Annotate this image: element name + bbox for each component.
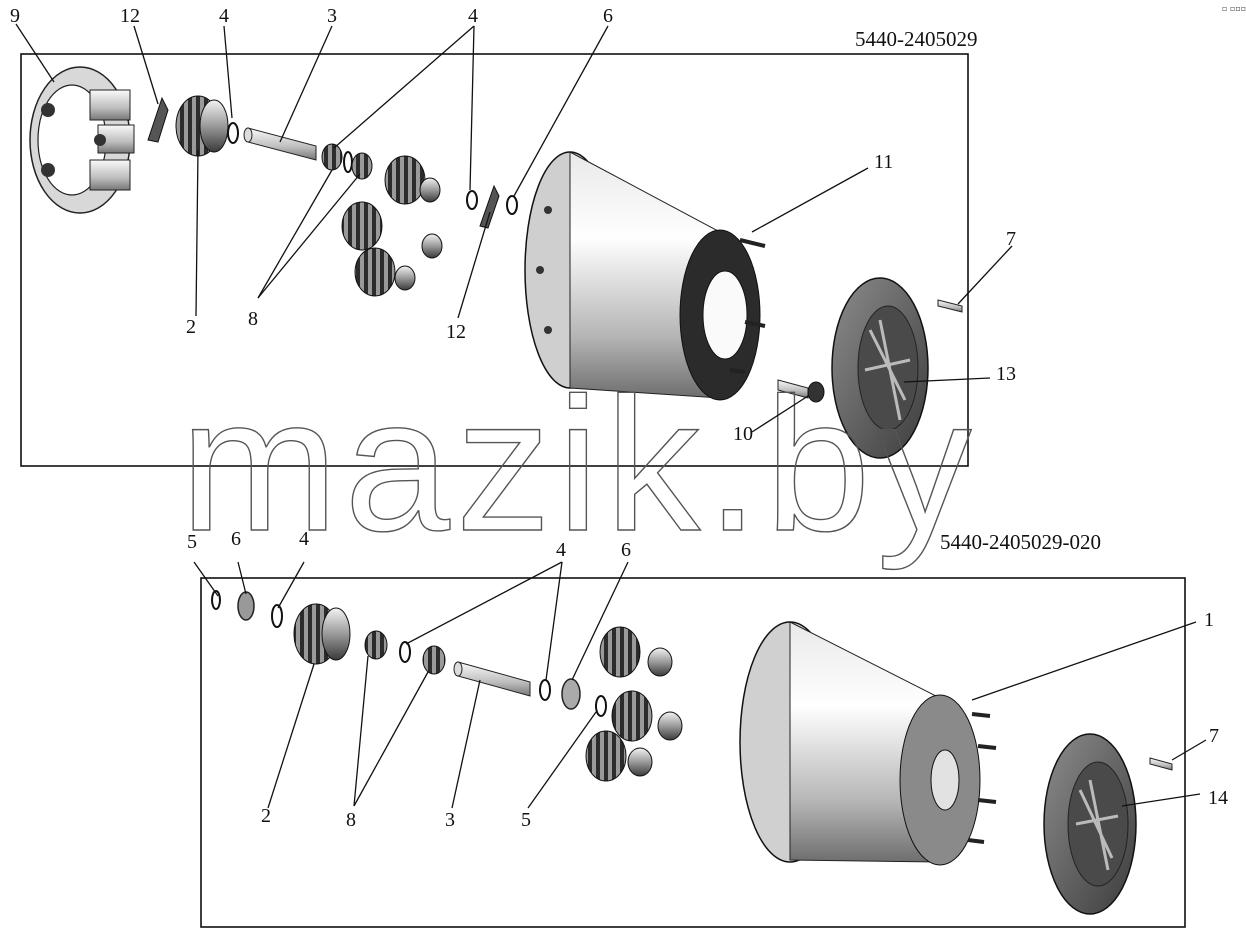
part-ring-top-4: [506, 195, 518, 215]
part-ring-bottom-2: [399, 641, 411, 663]
part-pin-bottom: [1149, 757, 1173, 771]
callout-top-8: 8: [248, 308, 258, 330]
assembly-code-top: 5440-2405029: [855, 27, 978, 51]
part-circlip-bottom-2: [595, 695, 607, 717]
part-ring-bottom-3: [539, 679, 551, 701]
watermark: mazik.by: [180, 359, 978, 571]
callout-bottom-1: 1: [1204, 609, 1214, 631]
part-circlip-bottom-1: [211, 590, 221, 610]
part-ring-top-2: [343, 151, 353, 173]
callout-bottom-6a: 6: [231, 528, 241, 550]
part-pin-top: [937, 299, 963, 313]
part-planet-gears-bottom: [585, 626, 683, 782]
part-sun-gear-bottom: [293, 603, 351, 665]
part-wheel-hub-housing-top: [524, 151, 766, 401]
part-hub-cover-top: [831, 277, 929, 459]
corner-mark: ▫ ▫▫▫: [1222, 4, 1246, 13]
callout-top-3: 3: [327, 5, 337, 27]
callout-bottom-8: 8: [346, 809, 356, 831]
part-planet-carrier: [29, 66, 135, 214]
part-bolt-top: [777, 379, 825, 403]
part-axle-top: [243, 127, 317, 161]
part-wheel-hub-housing-bottom: [739, 621, 997, 866]
part-hub-cover-bottom: [1043, 733, 1137, 915]
callout-bottom-4a: 4: [299, 528, 309, 550]
callout-top-10: 10: [733, 423, 753, 445]
part-ring-bottom-1: [271, 604, 283, 628]
callout-bottom-2: 2: [261, 805, 271, 827]
callout-bottom-6b: 6: [621, 539, 631, 561]
top-assembly-frame: [20, 53, 969, 467]
part-needle-bearing-bottom-1: [364, 630, 388, 660]
callout-top-9: 9: [10, 5, 20, 27]
callout-top-7: 7: [1006, 228, 1016, 250]
part-ring-top-3: [466, 190, 478, 210]
callout-top-12b: 12: [446, 321, 466, 343]
part-axle-bottom: [453, 661, 531, 697]
callout-top-13: 13: [996, 363, 1016, 385]
callout-bottom-5a: 5: [187, 531, 197, 553]
callout-top-4a: 4: [219, 5, 229, 27]
callout-bottom-14: 14: [1208, 787, 1228, 809]
callout-bottom-7: 7: [1209, 725, 1219, 747]
callout-top-11: 11: [874, 151, 893, 173]
part-washer-bottom-2: [561, 678, 581, 710]
assembly-code-bottom: 5440-2405029-020: [940, 530, 1101, 554]
leader-lines: [15, 23, 1207, 809]
part-needle-bearing-top-2: [351, 152, 373, 180]
callout-top-4b: 4: [468, 5, 478, 27]
callout-bottom-4b: 4: [556, 539, 566, 561]
part-ring-top-1: [227, 122, 239, 144]
callout-bottom-5b: 5: [521, 809, 531, 831]
callout-top-12a: 12: [120, 5, 140, 27]
callout-top-6: 6: [603, 5, 613, 27]
part-tab-washer-top-right: [479, 184, 500, 229]
part-planet-gears-top: [341, 155, 443, 297]
part-needle-bearing-bottom-2: [422, 645, 446, 675]
callout-bottom-3: 3: [445, 809, 455, 831]
part-sun-gear-top: [175, 95, 229, 157]
part-washer-bottom-1: [237, 591, 255, 621]
part-tab-washer-top-left: [147, 96, 169, 143]
part-needle-bearing-top-1: [321, 143, 343, 171]
callout-top-2: 2: [186, 316, 196, 338]
